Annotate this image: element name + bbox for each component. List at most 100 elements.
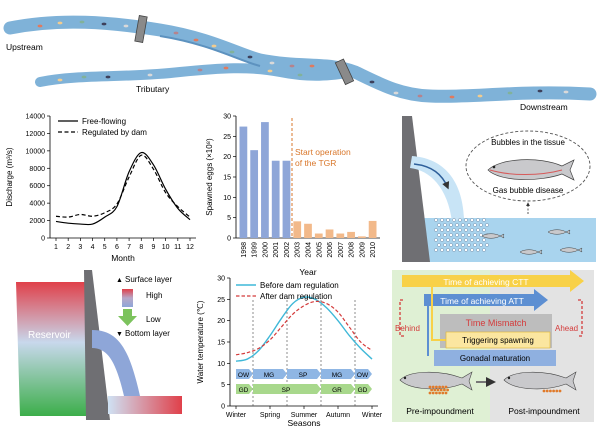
gas-bubble <box>458 228 462 232</box>
band-bottom-label: GR <box>332 387 342 394</box>
discharge-y-tick-label: 12000 <box>26 131 46 138</box>
discharge-y-tick-label: 14000 <box>26 114 46 121</box>
discharge-y-label: Discharge (m³/s) <box>5 147 14 206</box>
gas-bubble <box>479 233 483 237</box>
gonadal-box <box>434 350 556 366</box>
gas-panel-water <box>402 218 596 262</box>
discharge-x-tick-label: 1 <box>54 244 58 251</box>
gas-bubble <box>437 243 441 247</box>
band-top-segment <box>287 369 321 379</box>
gas-bubble <box>473 233 477 237</box>
att-label: Time of achieving ATT <box>440 296 524 306</box>
pebble <box>417 94 423 98</box>
outflow-plume <box>108 396 182 414</box>
legend-free-label: Free-flowing <box>82 117 126 126</box>
ctt-arrow <box>402 270 584 292</box>
low-label: Low <box>146 315 161 324</box>
eggs-x-tick-label: 2003 <box>295 242 302 258</box>
pebble <box>197 68 203 72</box>
discharge-y-tick-label: 4000 <box>29 201 45 208</box>
band-bottom-label: SP <box>282 387 291 394</box>
pebble <box>147 73 153 77</box>
eggs-y-tick-label: 0 <box>227 236 231 243</box>
pebble <box>193 38 199 42</box>
gas-bubble <box>443 223 447 227</box>
gas-bubble <box>482 238 486 242</box>
legend-regulated-label: Regulated by dam <box>82 128 147 137</box>
gas-bubble <box>446 218 450 222</box>
eggs-bar-2007 <box>336 233 345 238</box>
gas-bubble <box>449 233 453 237</box>
pebble <box>477 94 483 98</box>
tgr-annotation-line1: Start operation <box>295 147 351 157</box>
discharge-x-tick-label: 9 <box>152 244 156 251</box>
eggs-x-tick-label: 1998 <box>241 242 248 258</box>
band-bottom-label: GD <box>358 387 368 394</box>
gas-bubble <box>464 228 468 232</box>
gas-bubble <box>437 233 441 237</box>
gas-bubble <box>443 233 447 237</box>
gas-bubble <box>446 228 450 232</box>
band-bottom-segment <box>321 384 355 394</box>
reservoir-panel: Reservoir ▲ Surface layer High Low ▼ Bot… <box>16 270 182 420</box>
eggs-x-tick-label: 2005 <box>316 242 323 258</box>
band-bottom-segment <box>253 384 321 394</box>
temp-y-tick-label: 30 <box>217 276 225 283</box>
river-main <box>3 15 597 103</box>
egg <box>439 388 443 392</box>
behind-bracket <box>399 299 405 337</box>
eggs-x-tick-label: 1999 <box>252 242 259 258</box>
gas-bubble <box>440 228 444 232</box>
downstream-label: Downstream <box>520 102 568 112</box>
eggs-x-label: Year <box>299 267 316 277</box>
gas-bubble <box>458 248 462 252</box>
river-pebbles <box>37 20 569 99</box>
gas-bubble <box>443 243 447 247</box>
river-tributary <box>35 63 360 87</box>
gas-bubble <box>470 218 474 222</box>
eggs-x-tick-label: 2006 <box>327 242 334 258</box>
egg <box>441 385 445 389</box>
eggs-x-tick-label: 2002 <box>284 242 291 258</box>
season-tick-label: Autumn <box>326 412 350 419</box>
pebble <box>393 91 399 95</box>
gas-bubble <box>470 238 474 242</box>
gas-bubble <box>434 218 438 222</box>
gas-bubble <box>476 238 480 242</box>
egg <box>428 391 432 395</box>
small-fish <box>547 229 571 235</box>
gas-bubble <box>461 233 465 237</box>
discharge-y-tick-label: 0 <box>41 236 45 243</box>
pebble <box>537 89 543 93</box>
temp-x-label: Seasons <box>287 418 320 428</box>
eggs-bar-2000 <box>261 122 269 238</box>
bubble-cloud <box>434 218 489 252</box>
gas-bubble <box>455 223 459 227</box>
temp-y-tick-label: 10 <box>217 361 225 368</box>
pebble <box>267 69 273 73</box>
gas-bubble <box>449 243 453 247</box>
bubbles-label: Bubbles in the tissue <box>491 138 565 147</box>
gas-bubble <box>464 218 468 222</box>
egg <box>555 389 559 393</box>
small-fish <box>559 247 583 253</box>
series-before-dam <box>235 296 373 362</box>
egg <box>436 388 440 392</box>
high-label: High <box>146 291 162 300</box>
gas-bubble <box>476 218 480 222</box>
discharge-y-tick-label: 10000 <box>26 148 46 155</box>
pebble <box>79 20 85 24</box>
fish-pre-icon <box>399 371 473 391</box>
pebble <box>563 90 569 94</box>
gas-bubble <box>437 223 441 227</box>
egg <box>435 391 438 395</box>
discharge-y-tick-label: 6000 <box>29 183 45 190</box>
eggs-bar-2005 <box>314 233 323 238</box>
egg <box>431 391 435 395</box>
